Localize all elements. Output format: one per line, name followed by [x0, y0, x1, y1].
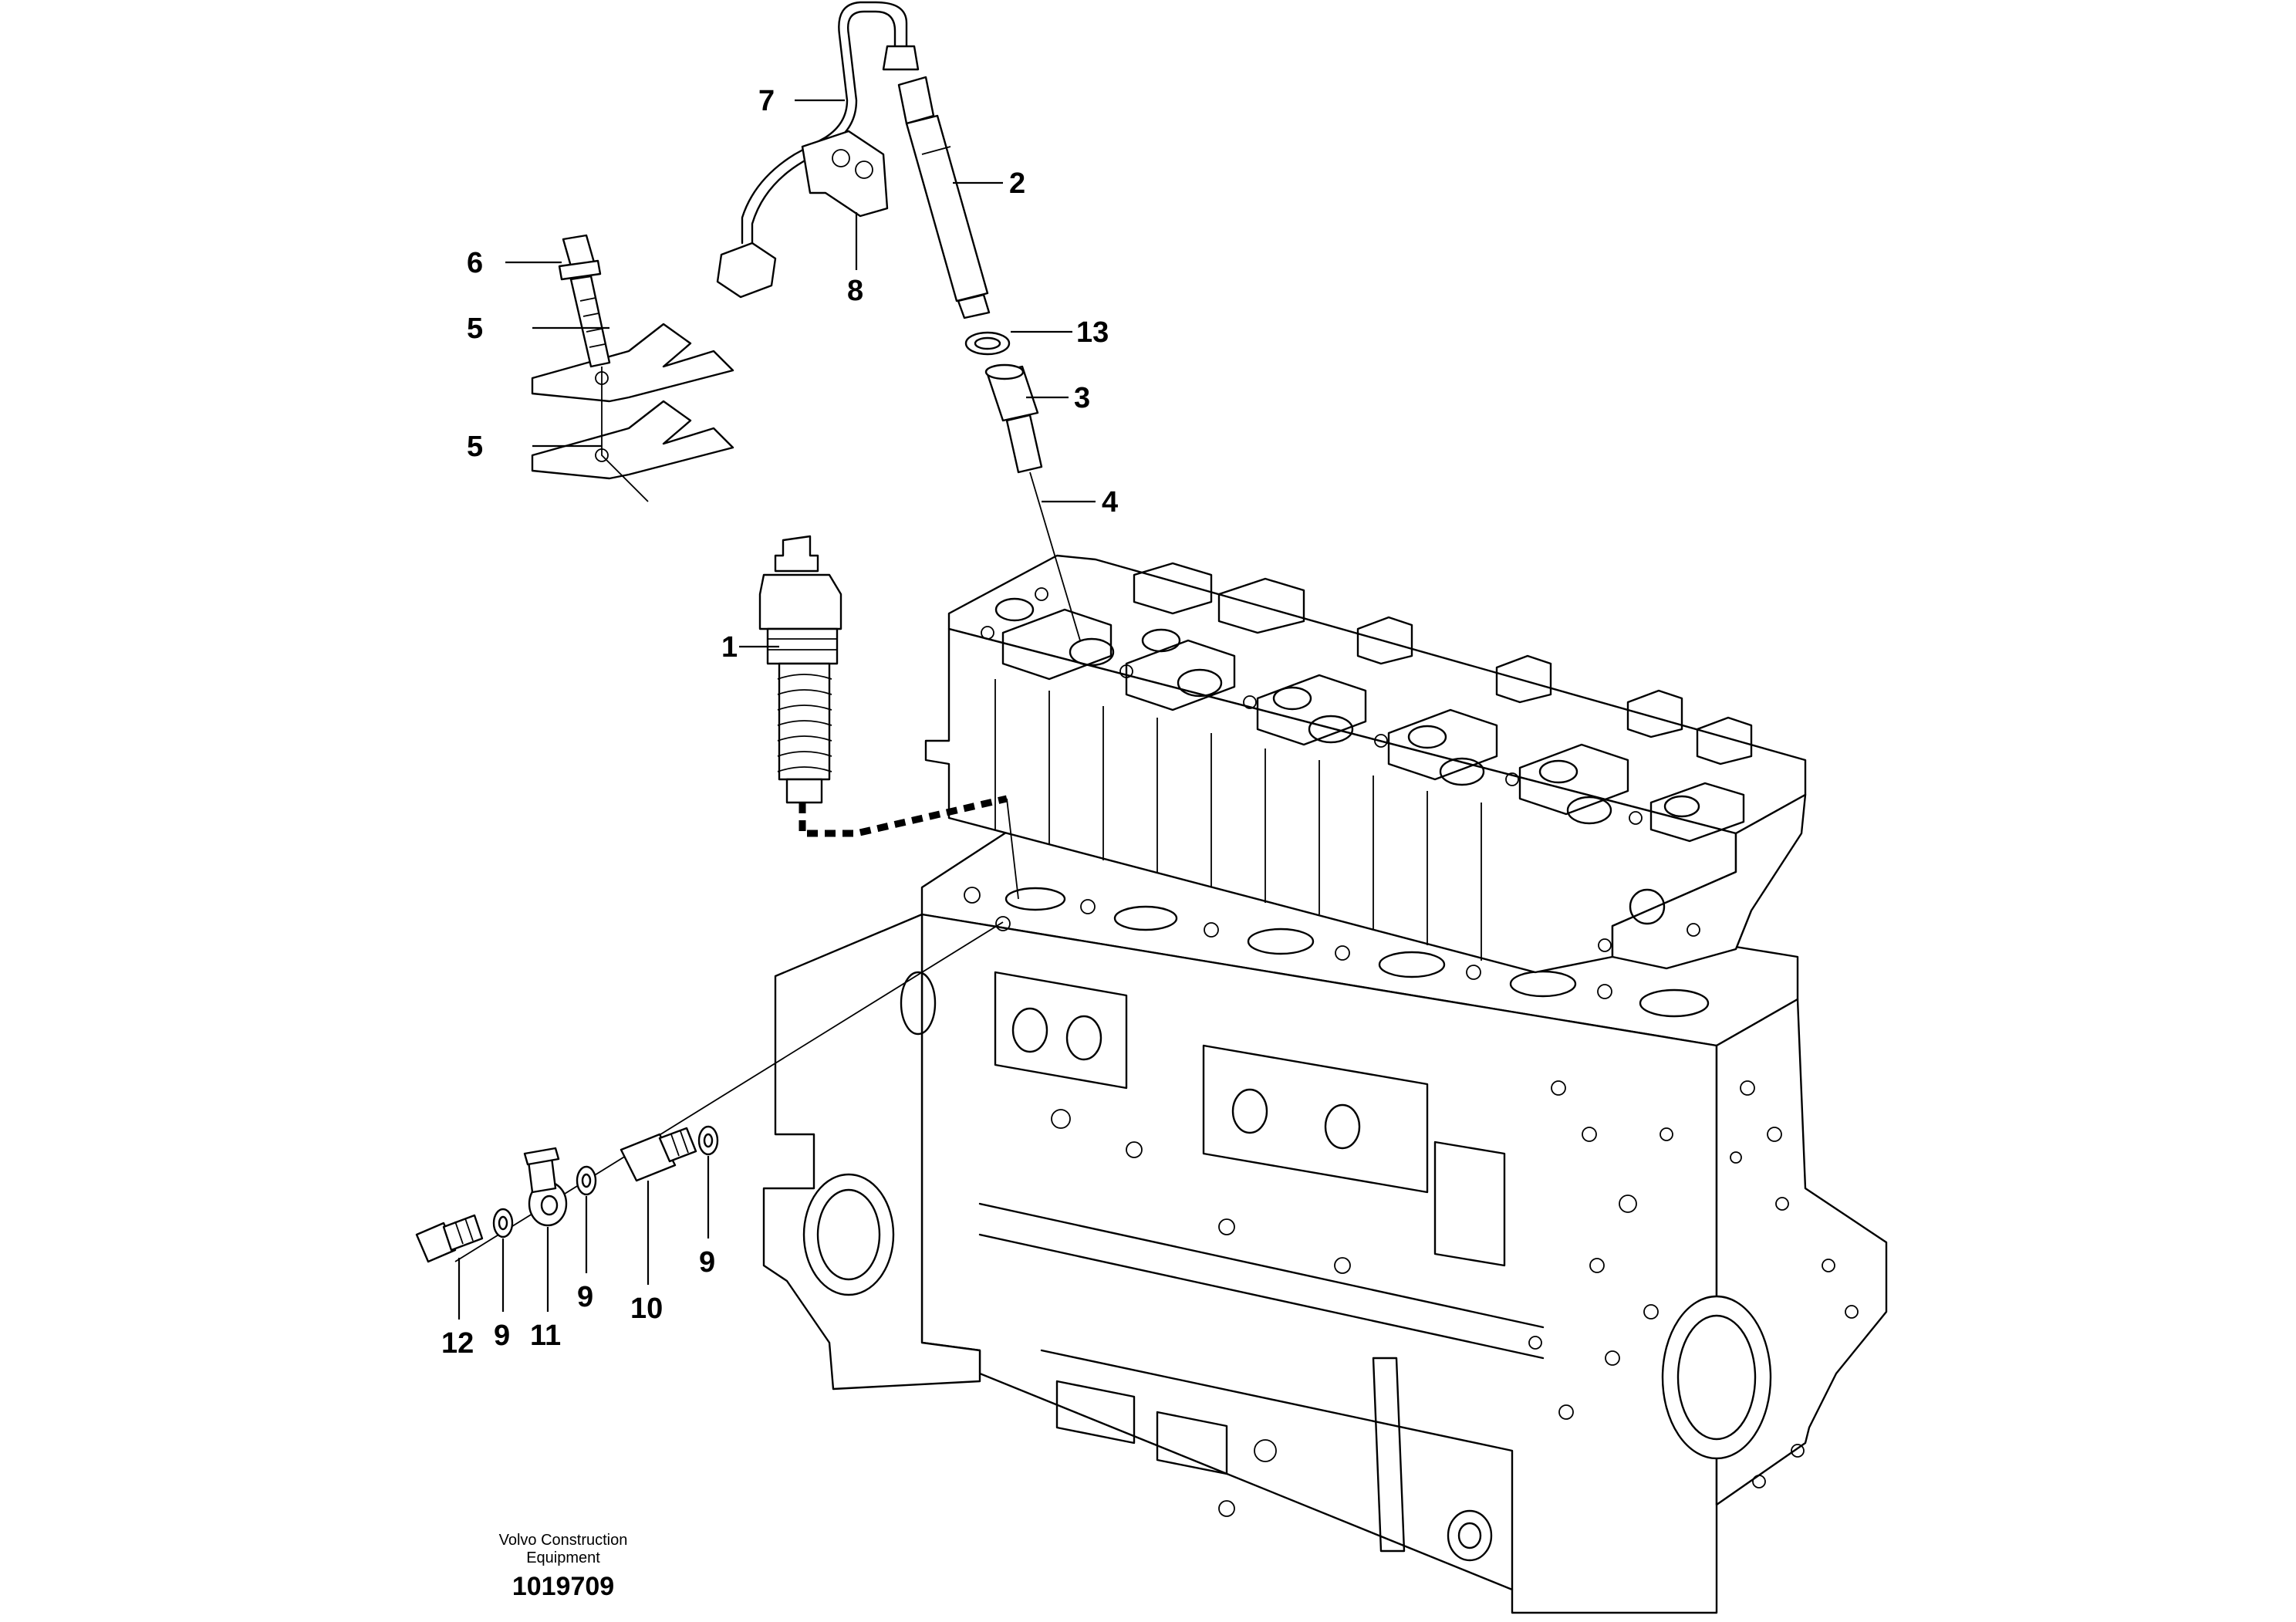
- pipe-clamp: [801, 130, 889, 218]
- callout-6: 6: [467, 247, 484, 279]
- callout-9-right: 9: [699, 1246, 716, 1279]
- callout-1: 1: [721, 631, 738, 664]
- fuel-delivery-pipe: [716, 1, 920, 299]
- callout-11: 11: [530, 1320, 562, 1352]
- pump-bore-line: [1006, 798, 1019, 900]
- clamp-bracket-lower: [531, 400, 734, 480]
- leader-lines: [458, 99, 1096, 1320]
- callout-9-left: 9: [494, 1320, 511, 1352]
- callout-9-middle: 9: [577, 1281, 594, 1313]
- sealing-ring-13: [964, 331, 1011, 356]
- injector-sleeve: [984, 363, 1043, 474]
- bracket-bolt: [558, 234, 611, 368]
- banjo-bolt: [415, 1214, 484, 1263]
- injector-axis-line: [1029, 471, 1081, 641]
- figure-number: 1019709: [512, 1572, 615, 1601]
- callout-3: 3: [1074, 382, 1091, 414]
- callout-4: 4: [1102, 486, 1119, 519]
- washer-9-b: [576, 1165, 597, 1196]
- unit-injector-pump: [758, 535, 842, 804]
- injector-holder: [897, 76, 989, 302]
- injector-tip: [957, 293, 991, 319]
- cylinder-head: [924, 554, 1807, 974]
- callout-10: 10: [630, 1293, 663, 1325]
- credit-company: Volvo Construction Equipment: [498, 1532, 628, 1566]
- callout-5-upper: 5: [467, 313, 484, 345]
- callout-13: 13: [1076, 316, 1109, 349]
- callout-8: 8: [847, 275, 864, 307]
- washer-9-c: [697, 1125, 719, 1156]
- pump-position-dashed-line: [799, 795, 1008, 837]
- callout-5-lower: 5: [467, 431, 484, 463]
- clamp-bracket-upper: [531, 323, 734, 403]
- adapter-nipple: [620, 1127, 697, 1182]
- banjo-fitting: [523, 1147, 568, 1227]
- callout-7: 7: [758, 85, 775, 117]
- callout-12: 12: [441, 1327, 474, 1360]
- engine-block: [762, 828, 1888, 1614]
- callout-2: 2: [1009, 167, 1026, 200]
- bracket-stack-line: [601, 367, 649, 502]
- washer-9-a: [492, 1208, 514, 1238]
